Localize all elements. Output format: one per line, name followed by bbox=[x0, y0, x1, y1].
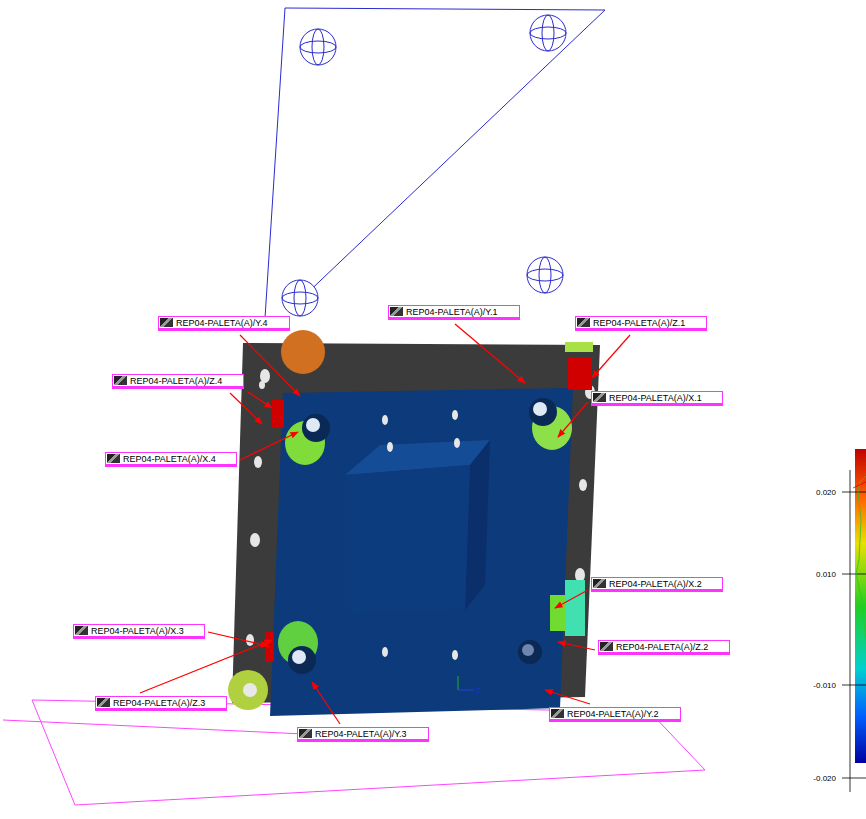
callout-tag: REP04-PALETA(A)/Z.3 bbox=[95, 696, 227, 711]
feature-icon bbox=[75, 626, 88, 635]
callout-tag: REP04-PALETA(A)/X.1 bbox=[591, 391, 723, 406]
axis-triad bbox=[458, 676, 474, 690]
probe-sphere bbox=[282, 15, 566, 316]
feature-icon bbox=[593, 393, 606, 402]
feature-name: REP04-PALETA(A)/Z.3 bbox=[113, 698, 205, 708]
callout-tag: REP04-PALETA(A)/Y.1 bbox=[388, 305, 520, 320]
callout-tag: REP04-PALETA(A)/Z.4 bbox=[112, 374, 244, 389]
feature-name: REP04-PALETA(A)/Y.1 bbox=[406, 307, 498, 317]
scale-value: -0.020 bbox=[813, 774, 836, 783]
feature-name: REP04-PALETA(A)/X.1 bbox=[609, 393, 702, 403]
feature-icon bbox=[114, 376, 127, 385]
callout-tag: REP04-PALETA(A)/Z.1 bbox=[575, 316, 707, 331]
feature-icon bbox=[160, 318, 173, 327]
feature-name: REP04-PALETA(A)/X.3 bbox=[91, 626, 184, 636]
callout-tag: REP04-PALETA(A)/Y.3 bbox=[297, 727, 429, 742]
feature-name: REP04-PALETA(A)/X.4 bbox=[123, 454, 216, 464]
callout-tag: REP04-PALETA(A)/Y.2 bbox=[549, 707, 681, 722]
feature-name: REP04-PALETA(A)/Y.2 bbox=[567, 709, 659, 719]
scale-value: 0.010 bbox=[816, 570, 836, 579]
feature-icon bbox=[390, 307, 403, 316]
feature-icon bbox=[551, 709, 564, 718]
reference-plane bbox=[265, 8, 605, 318]
axis-label: Z bbox=[476, 686, 480, 695]
color-scale bbox=[842, 449, 866, 792]
callout-tag: REP04-PALETA(A)/X.4 bbox=[105, 452, 237, 467]
feature-name: REP04-PALETA(A)/X.2 bbox=[609, 579, 702, 589]
feature-name: REP04-PALETA(A)/Z.4 bbox=[130, 376, 222, 386]
callout-tag: REP04-PALETA(A)/Y.4 bbox=[158, 316, 290, 331]
callout-tag: REP04-PALETA(A)/X.3 bbox=[73, 624, 205, 639]
feature-name: REP04-PALETA(A)/Y.3 bbox=[315, 729, 407, 739]
feature-icon bbox=[600, 642, 613, 651]
feature-icon bbox=[97, 698, 110, 707]
datum-plane bbox=[3, 700, 705, 805]
callout-tag: REP04-PALETA(A)/X.2 bbox=[591, 577, 723, 592]
feature-icon bbox=[577, 318, 590, 327]
feature-name: REP04-PALETA(A)/Z.1 bbox=[593, 318, 685, 328]
feature-name: REP04-PALETA(A)/Z.2 bbox=[616, 642, 708, 652]
scale-value: -0.010 bbox=[813, 681, 836, 690]
feature-name: REP04-PALETA(A)/Y.4 bbox=[176, 318, 268, 328]
pallet-part bbox=[228, 330, 600, 716]
callout-tag: REP04-PALETA(A)/Z.2 bbox=[598, 640, 730, 655]
scale-value: 0.020 bbox=[816, 488, 836, 497]
feature-icon bbox=[299, 729, 312, 738]
feature-icon bbox=[593, 579, 606, 588]
feature-icon bbox=[107, 454, 120, 463]
